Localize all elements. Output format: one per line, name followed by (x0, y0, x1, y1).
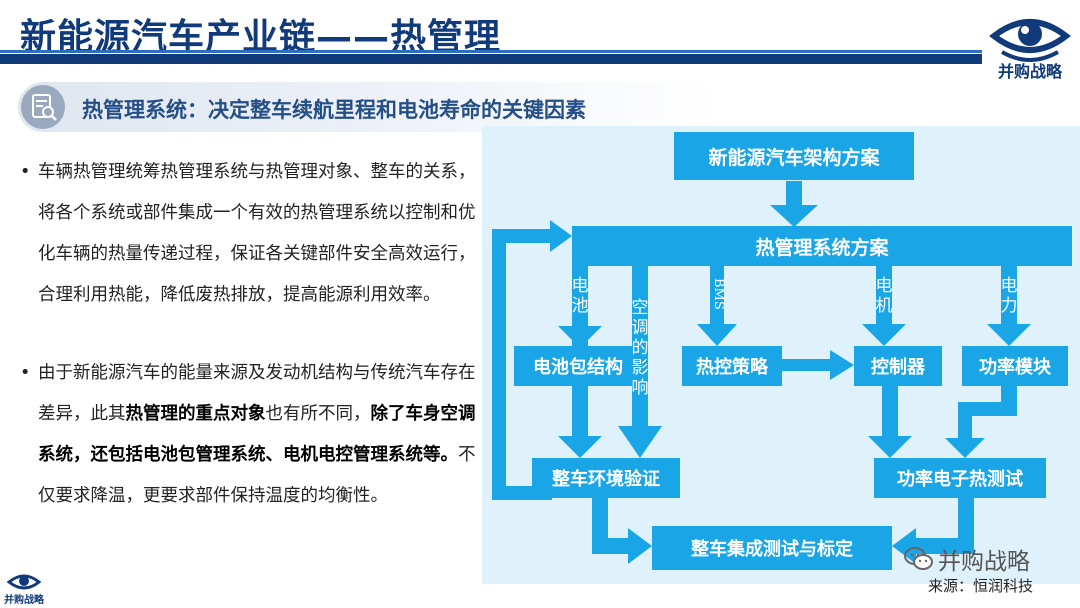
brand-logo-text: 并购战略 (997, 62, 1062, 81)
bullet-text: 车辆热管理统筹热管理系统与热管理对象、整车的关系，将各个系统或部件集成一个有效的… (38, 162, 476, 305)
bullet-bold-text: 除了车身空调系统，还包括电池包管理系统、电机电控管理系统等。 (38, 404, 476, 465)
node-architecture: 新能源汽车架构方案 (674, 132, 914, 180)
bullet-list: 车辆热管理统筹热管理系统与热管理对象、整车的关系，将各个系统或部件集成一个有效的… (18, 152, 480, 517)
node-integration-test: 整车集成测试与标定 (652, 526, 892, 570)
edge-label-power: 电力 (1000, 276, 1018, 316)
wechat-icon (904, 547, 933, 570)
node-battery-pack: 电池包结构 (514, 346, 642, 386)
subtitle-bar (18, 82, 718, 132)
bullet-text: 由于新能源汽车的能量来源及发动机结构与传统汽车存在差异，此其 (38, 363, 476, 424)
node-controller: 控制器 (854, 346, 942, 386)
bullet-text: 也有所不同， (265, 404, 371, 424)
node-thermal-strategy: 热控策略 (682, 346, 782, 386)
document-search-icon (21, 85, 65, 129)
edge-label-battery: 电池 (571, 276, 589, 316)
edge-label-bms: BMS (711, 278, 726, 310)
eye-icon (989, 19, 1071, 62)
edge-label-ac-impact: 空调的影响 (631, 298, 649, 398)
thermal-management-flowchart: 新能源汽车架构方案 热管理系统方案 电池包结构 热控策略 控制器 功率模块 整车… (482, 126, 1080, 584)
section-subtitle: 热管理系统：决定整车续航里程和电池寿命的关键因素 (82, 98, 586, 122)
node-vehicle-env: 整车环境验证 (532, 458, 680, 498)
bullet-item: 由于新能源汽车的能量来源及发动机结构与传统汽车存在差异，此其热管理的重点对象也有… (18, 353, 480, 517)
watermark-text: 并购战略 (938, 549, 1030, 575)
node-power-module: 功率模块 (962, 346, 1068, 386)
bullet-item: 车辆热管理统筹热管理系统与热管理对象、整车的关系，将各个系统或部件集成一个有效的… (18, 152, 480, 316)
node-thermal-plan: 热管理系统方案 (572, 226, 1072, 266)
footer-logo-text: 并购战略 (4, 595, 44, 606)
bullet-bold-text: 热管理的重点对象 (125, 404, 266, 424)
title-rule (0, 54, 982, 64)
node-power-elec-test: 功率电子热测试 (874, 458, 1046, 498)
source-credit: 来源：恒润科技 (928, 577, 1034, 595)
edge-label-motor: 电机 (875, 276, 893, 316)
title-rule-accent (0, 50, 982, 53)
bullet-text: 不仅要求降温，更要求部件保持温度的均衡性。 (38, 445, 476, 506)
footer-eye-icon (6, 574, 42, 590)
